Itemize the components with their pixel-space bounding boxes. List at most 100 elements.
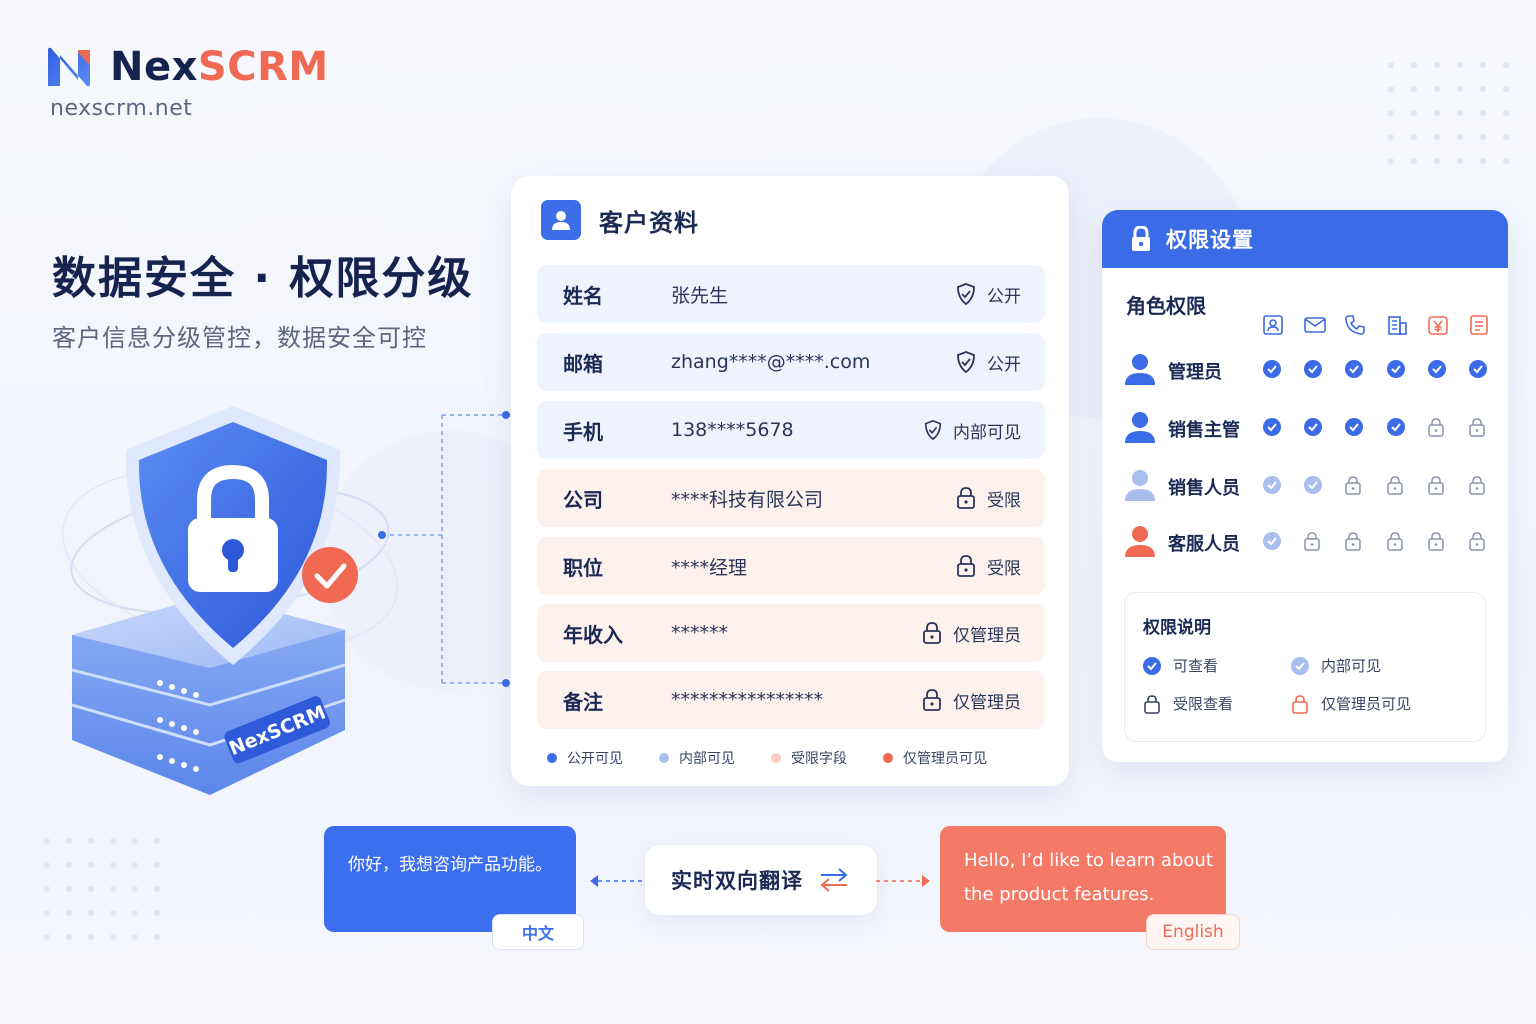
card-title: 客户资料 (599, 208, 699, 237)
role-row[interactable]: 销售主管 (1124, 408, 1494, 448)
role-name: 客服人员 (1168, 534, 1240, 555)
shield-check-icon (957, 351, 975, 374)
field-row-name[interactable]: 姓名 张先生 公开 (537, 265, 1045, 323)
hero-subtitle: 客户信息分级管控，数据安全可控 (52, 324, 427, 352)
panel-header: 权限设置 (1102, 210, 1508, 268)
lock-icon[interactable] (1427, 475, 1449, 497)
explanation-item-restricted: 受限查看 (1143, 693, 1233, 714)
field-row-position[interactable]: 职位 ****经理 受限 (537, 537, 1045, 595)
translation-label: 实时双向翻译 (671, 869, 803, 893)
panel-title: 权限设置 (1166, 228, 1254, 252)
permission-settings-panel: 权限设置 角色权限 管理员销售主管销售人员客服人员 权限说明 可查看 内部可见 … (1102, 210, 1508, 762)
legend-item: 内部可见 (659, 748, 735, 768)
legend-item: 受限字段 (771, 748, 847, 768)
check-circle-icon[interactable] (1344, 359, 1366, 381)
lock-icon (957, 487, 975, 509)
field-value: zhang****@****.com (671, 351, 871, 373)
user-avatar-icon (1124, 352, 1156, 390)
internal-check-icon[interactable] (1262, 475, 1284, 497)
user-avatar-icon (1124, 524, 1156, 562)
source-language-tag[interactable]: 中文 (492, 914, 584, 950)
check-circle-icon[interactable] (1262, 417, 1284, 439)
lock-icon (1132, 226, 1150, 251)
lock-icon[interactable] (1303, 531, 1325, 553)
building-icon (1388, 316, 1407, 335)
lock-icon (1144, 694, 1160, 714)
document-icon (1470, 315, 1488, 335)
lock-icon[interactable] (1427, 531, 1449, 553)
field-label: 备注 (563, 689, 603, 714)
mail-icon (1304, 317, 1326, 333)
internal-check-icon[interactable] (1303, 475, 1325, 497)
yuan-icon (1428, 316, 1448, 335)
realtime-translation-button[interactable]: 实时双向翻译 (644, 844, 878, 916)
lock-icon (923, 622, 941, 644)
field-status: 仅管理员 (921, 688, 1021, 713)
security-illustration: NexSCRM (62, 406, 398, 795)
lock-icon[interactable] (1386, 475, 1408, 497)
lock-icon[interactable] (1386, 531, 1408, 553)
role-name: 销售主管 (1168, 420, 1240, 441)
target-language-tag[interactable]: English (1146, 914, 1240, 950)
lock-icon[interactable] (1344, 531, 1366, 553)
lock-icon[interactable] (1344, 475, 1366, 497)
lock-icon[interactable] (1468, 475, 1490, 497)
field-value: ****经理 (671, 556, 748, 579)
role-name: 管理员 (1168, 362, 1222, 383)
legend-item: 公开可见 (547, 748, 623, 768)
role-row[interactable]: 销售人员 (1124, 466, 1494, 506)
field-status: 受限 (955, 486, 1021, 511)
field-value: ****** (671, 622, 728, 644)
field-row-notes[interactable]: 备注 **************** 仅管理员 (537, 671, 1045, 729)
explanation-title: 权限说明 (1143, 618, 1211, 638)
field-value: 138****5678 (671, 419, 794, 441)
user-icon (541, 200, 581, 240)
user-avatar-icon (1124, 468, 1156, 506)
user-avatar-icon (1124, 410, 1156, 448)
field-status: 受限 (955, 554, 1021, 579)
field-value: ****科技有限公司 (671, 488, 824, 511)
check-circle-icon[interactable] (1386, 359, 1408, 381)
brand-logo[interactable]: NexSCRM (46, 44, 329, 90)
internal-check-icon[interactable] (1262, 531, 1284, 553)
phone-icon (1345, 315, 1365, 335)
role-permission-heading: 角色权限 (1126, 294, 1206, 318)
field-label: 邮箱 (563, 351, 603, 376)
field-value: 张先生 (671, 284, 729, 307)
field-row-company[interactable]: 公司 ****科技有限公司 受限 (537, 469, 1045, 527)
role-row[interactable]: 客服人员 (1124, 522, 1494, 562)
check-circle-icon[interactable] (1303, 417, 1325, 439)
check-circle-icon[interactable] (1262, 359, 1284, 381)
field-row-phone[interactable]: 手机 138****5678 内部可见 (537, 401, 1045, 459)
check-circle-icon[interactable] (1468, 359, 1490, 381)
customer-profile-card: 客户资料 姓名 张先生 公开 邮箱 zhang****@****.com 公开 … (511, 176, 1069, 786)
internal-check-icon (1291, 656, 1309, 675)
role-row[interactable]: 管理员 (1124, 350, 1494, 390)
field-label: 公司 (563, 487, 603, 512)
brand-name: NexSCRM (110, 44, 329, 90)
source-message: 你好，我想咨询产品功能。 (348, 855, 552, 875)
brand-url[interactable]: nexscrm.net (50, 96, 193, 121)
explanation-item-admin-only: 仅管理员可见 (1291, 693, 1411, 714)
permission-explanation: 权限说明 可查看 内部可见 受限查看 仅管理员可见 (1124, 592, 1486, 742)
check-circle-icon[interactable] (1386, 417, 1408, 439)
translated-message: Hello, I’d like to learn about the produ… (964, 850, 1213, 905)
field-status: 公开 (955, 282, 1021, 307)
field-status: 公开 (955, 350, 1021, 375)
field-label: 职位 (563, 555, 603, 580)
explanation-item-internal: 内部可见 (1291, 655, 1381, 676)
decorative-dot-grid (44, 838, 160, 940)
lock-icon[interactable] (1468, 531, 1490, 553)
hero-title: 数据安全 · 权限分级 (52, 253, 474, 304)
check-circle-icon[interactable] (1427, 359, 1449, 381)
lock-icon[interactable] (1427, 417, 1449, 439)
check-circle-icon[interactable] (1344, 417, 1366, 439)
check-circle-icon (1143, 656, 1161, 675)
field-row-email[interactable]: 邮箱 zhang****@****.com 公开 (537, 333, 1045, 391)
check-circle-icon[interactable] (1303, 359, 1325, 381)
contact-card-icon (1263, 315, 1283, 335)
lock-icon[interactable] (1468, 417, 1490, 439)
right-arrow-dashed (876, 875, 930, 887)
field-status: 仅管理员 (921, 621, 1021, 646)
field-row-income[interactable]: 年收入 ****** 仅管理员 (537, 604, 1045, 662)
